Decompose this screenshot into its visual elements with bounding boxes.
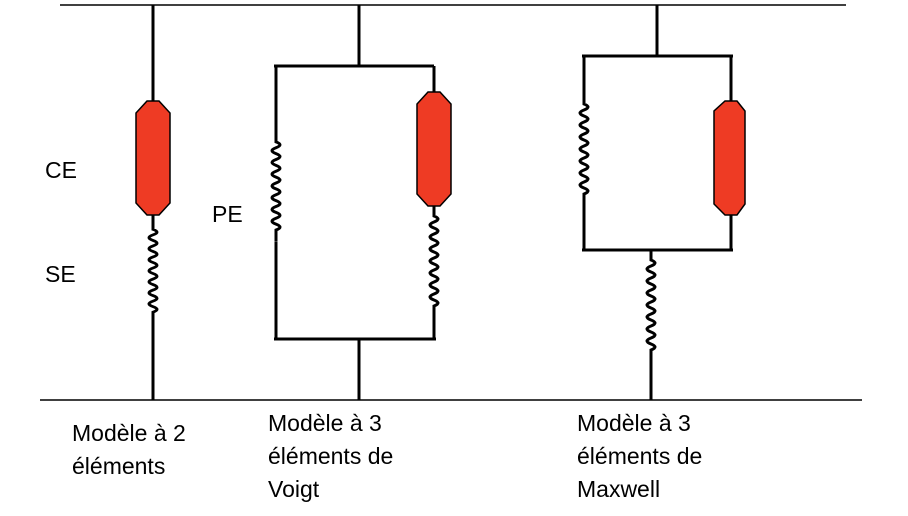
label-ce: CE [45,157,77,183]
caption-model-2-line1: Modèle à 2 [72,420,186,446]
caption-maxwell-line2: éléments de [577,443,702,469]
spring-icon [578,94,590,208]
caption-model-2-line2: éléments [72,453,165,479]
spring-icon [147,220,159,325]
caption-voigt-line1: Modèle à 3 [268,410,382,436]
model-2-elements [135,5,171,400]
label-se: SE [45,261,76,287]
caption-maxwell-line1: Modèle à 3 [577,410,691,436]
model-voigt [270,5,452,400]
label-pe: PE [212,201,243,227]
contractile-element-icon [713,100,746,216]
contractile-element-icon [416,91,452,207]
caption-voigt-line2: éléments de [268,443,393,469]
spring-icon [270,132,282,244]
spring-icon [645,250,657,364]
caption-voigt-line3: Voigt [268,476,320,502]
contractile-element-icon [135,100,171,216]
caption-maxwell-line3: Maxwell [577,476,660,502]
model-maxwell [578,5,746,400]
spring-icon [428,206,440,320]
